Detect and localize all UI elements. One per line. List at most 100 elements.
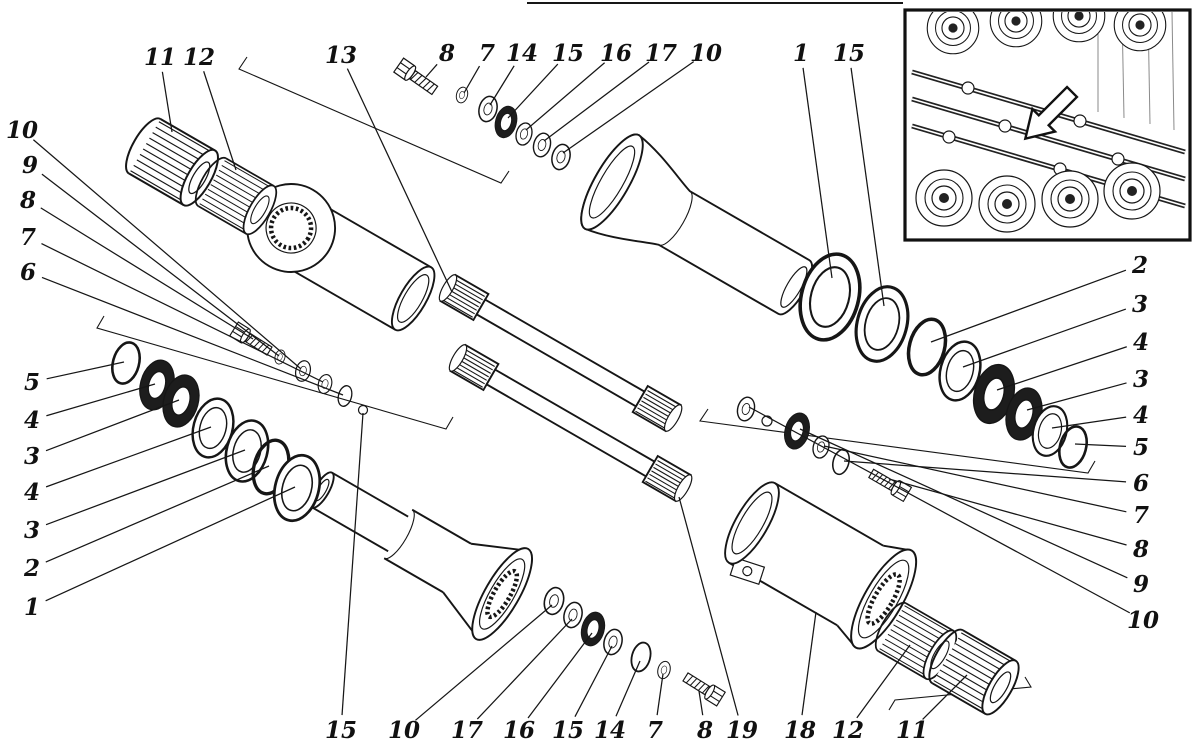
leader-line	[41, 243, 324, 383]
part-number-label: 8	[696, 717, 713, 744]
inset-border	[903, 8, 1192, 242]
part-number-label: 7	[479, 40, 495, 67]
leader-line	[656, 673, 664, 716]
leader-line	[1051, 416, 1127, 429]
clamp-housing-18	[724, 481, 918, 650]
group-bracket-right	[699, 408, 1096, 474]
leader-line	[45, 465, 270, 563]
part-number-label: 14	[506, 40, 538, 67]
part-number-label: 17	[645, 40, 677, 67]
washer-part-17-bottom	[560, 599, 586, 631]
leader-line	[45, 426, 212, 488]
leader-line	[930, 269, 1127, 343]
ring-part-1-left	[265, 448, 329, 528]
part-number-label: 10	[690, 40, 722, 67]
leader-line	[489, 65, 515, 106]
leader-line	[46, 361, 125, 380]
leader-line	[678, 496, 739, 716]
washer-part-10-bottom	[540, 584, 568, 618]
part-number-label: 8	[19, 187, 36, 214]
balancer-bracket-housing	[246, 183, 436, 332]
washer-part-10-top	[548, 141, 574, 173]
part-number-label: 5	[24, 369, 40, 396]
part-number-label: 7	[647, 717, 663, 744]
group-bracket-top-left	[238, 56, 510, 184]
part-number-label: 6	[20, 259, 36, 286]
axle-tube-housing-upper	[580, 133, 813, 316]
washer-part-15-bottom	[600, 626, 626, 658]
leader-line	[748, 406, 1131, 614]
leader-line	[41, 173, 280, 357]
part-number-label: 1	[24, 594, 40, 621]
leader-line	[346, 68, 453, 293]
leader-line	[463, 65, 481, 94]
leader-line	[203, 71, 237, 171]
part-number-label: 4	[1133, 402, 1149, 429]
leader-line	[799, 428, 1128, 579]
leader-line	[562, 61, 695, 154]
part-number-label: 1	[793, 40, 809, 67]
leader-line	[46, 383, 156, 417]
leader-line	[850, 67, 885, 307]
leader-line	[415, 604, 553, 721]
road-wheel	[989, 12, 1043, 48]
leader-line	[40, 207, 254, 340]
road-wheel	[978, 175, 1036, 233]
part-number-label: 3	[24, 517, 40, 544]
leader-line	[45, 399, 180, 452]
group-bracket-left	[96, 315, 454, 430]
leader-line	[41, 276, 344, 396]
part-number-label: 11	[896, 717, 928, 744]
part-number-label: 17	[451, 717, 483, 744]
road-wheel	[1113, 12, 1167, 52]
leader-line	[996, 346, 1127, 391]
leader-line	[525, 62, 606, 131]
leader-line	[1074, 443, 1127, 447]
clamp-lug	[729, 557, 766, 586]
bolt-part-8-top	[393, 57, 441, 98]
part-number-label: 7	[20, 224, 36, 251]
leader-line	[962, 308, 1127, 368]
part-number-label: 8	[438, 40, 455, 67]
part-number-label: 18	[784, 717, 816, 744]
part-number-label: 9	[1133, 571, 1149, 598]
part-number-label: 15	[552, 40, 584, 67]
location-arrow-icon	[1023, 85, 1079, 141]
part-number-label: 3	[1132, 291, 1148, 318]
leader-line	[161, 71, 173, 133]
leader-line	[1026, 382, 1127, 411]
leader-line	[922, 674, 968, 720]
leader-line	[843, 460, 1127, 483]
part-number-label: 2	[23, 555, 40, 582]
inset-overview	[903, 8, 1192, 242]
seal-part-9-right	[780, 409, 814, 453]
washer-part-17-top	[530, 130, 554, 160]
part-number-label: 12	[832, 717, 864, 744]
leader-line	[802, 67, 833, 279]
part-number-label: 10	[388, 717, 420, 744]
leader-line	[476, 618, 573, 720]
part-number-label: 19	[726, 717, 758, 744]
part-number-label: 11	[144, 44, 176, 71]
part-number-label: 4	[24, 479, 40, 506]
leader-line	[888, 478, 1127, 546]
part-number-label: 16	[503, 717, 535, 744]
part-number-label: 7	[1133, 502, 1149, 529]
leader-line	[856, 644, 911, 719]
leader-line	[507, 63, 559, 119]
leader-line	[45, 449, 246, 526]
leader-line	[823, 445, 1127, 513]
lock-washer-right	[761, 415, 773, 427]
bolt-part-8-bottom	[680, 669, 726, 707]
part-number-label: 4	[1133, 329, 1149, 356]
washer-part-7-bottom	[655, 659, 673, 681]
leader-line	[425, 63, 438, 78]
snap-ring-part-6-left	[335, 383, 355, 409]
part-number-label: 12	[183, 44, 215, 71]
part-number-label: 13	[325, 42, 357, 69]
part-number-label: 3	[1133, 366, 1149, 393]
snap-ring-part-14-bottom	[627, 639, 655, 675]
leader-line	[32, 139, 302, 370]
part-number-label: 8	[1132, 536, 1149, 563]
